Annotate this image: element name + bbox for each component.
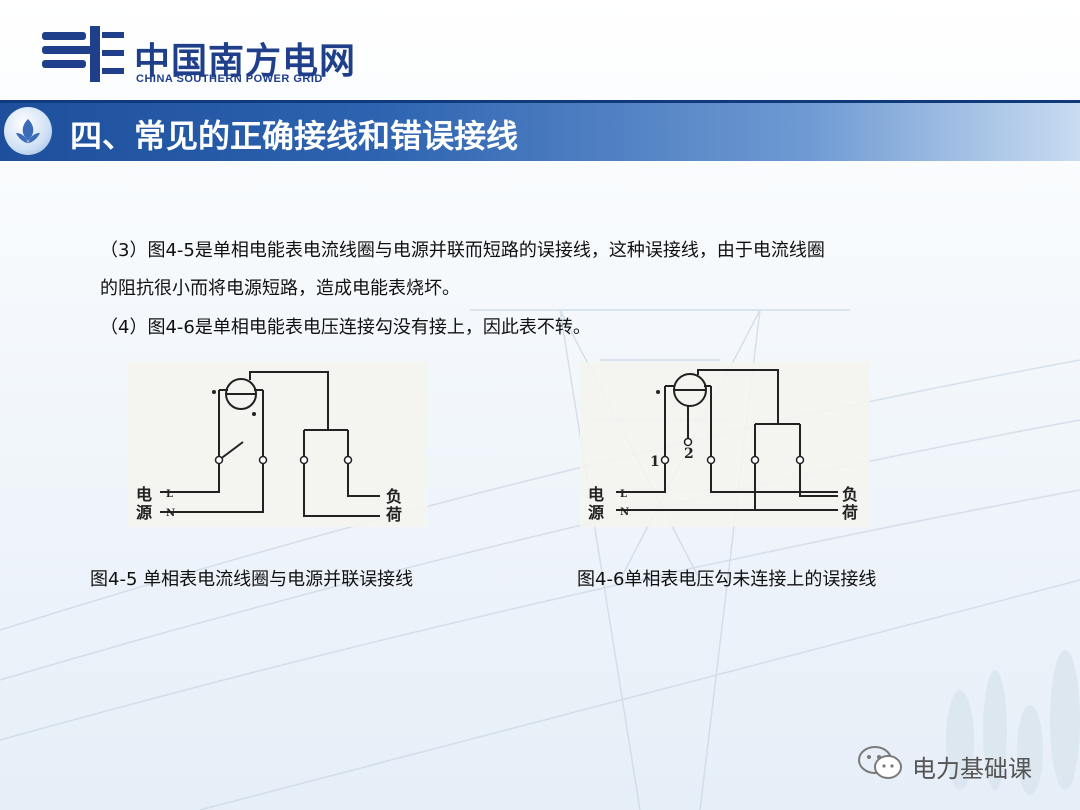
label-hook-2: 2	[684, 446, 694, 462]
paragraph-line: 的阻抗很小而将电源短路，造成电能表烧坏。	[100, 278, 460, 299]
label-load-top: 负	[842, 485, 858, 504]
figure-4-5-caption: 图4-5 单相表电流线圈与电源并联误接线	[90, 569, 414, 590]
label-line-n: N	[620, 507, 629, 518]
figure-4-5-diagram: 电 源 负 荷 L N	[128, 362, 428, 527]
logo-emblem-icon	[42, 26, 124, 82]
label-line-l: L	[166, 489, 173, 500]
label-source-bottom: 源	[588, 503, 604, 522]
logo-chinese-name: 中国南方电网	[134, 41, 357, 82]
wechat-watermark: 电力基础课	[856, 745, 1056, 783]
label-hook-1: 1	[650, 454, 660, 470]
label-load-bottom: 荷	[386, 505, 402, 524]
label-load-bottom: 荷	[842, 503, 858, 522]
logo-english-name: CHINA SOUTHERN POWER GRID	[136, 73, 323, 85]
paragraph-line: （3）图4-5是单相电能表电流线圈与电源并联而短路的误接线，这种误接线，由于电流…	[100, 240, 825, 261]
wechat-icon	[858, 746, 902, 779]
label-source-top: 电	[136, 485, 152, 504]
company-logo: 中国南方电网 CHINA SOUTHERN POWER GRID	[42, 24, 382, 88]
page-title: 四、常见的正确接线和错误接线	[70, 117, 519, 155]
label-source-top: 电	[588, 485, 604, 504]
paragraph-line: （4）图4-6是单相电能表电压连接勾没有接上，因此表不转。	[100, 317, 591, 338]
label-source-bottom: 源	[136, 503, 152, 522]
label-line-n: N	[166, 508, 175, 519]
figure-4-6-diagram: 1 2 电 源 负 荷 L N	[580, 362, 870, 527]
title-badge-icon	[4, 107, 52, 155]
label-line-l: L	[620, 489, 627, 500]
watermark-text: 电力基础课	[912, 755, 1032, 783]
figure-4-6-caption: 图4-6单相表电压勾未连接上的误接线	[577, 569, 877, 590]
section-title-bar: 四、常见的正确接线和错误接线	[0, 100, 1080, 161]
label-load-top: 负	[386, 487, 402, 506]
